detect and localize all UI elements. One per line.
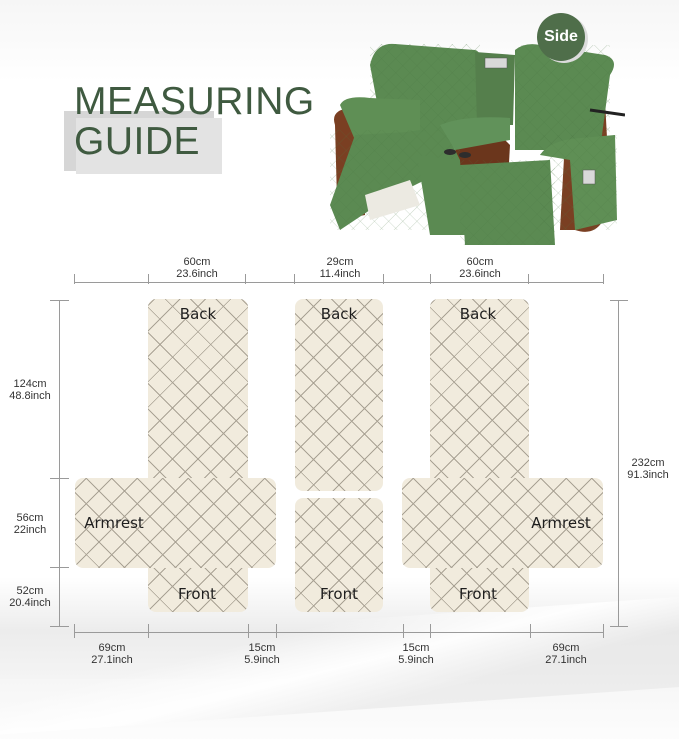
inch-value: 27.1inch — [545, 654, 587, 666]
right-back-label: Back — [459, 305, 497, 323]
tick — [245, 274, 246, 284]
tick — [50, 567, 69, 568]
side-badge: Side — [537, 13, 585, 61]
right-armrest-strip — [402, 478, 603, 568]
console-back-panel — [295, 299, 383, 491]
tick — [528, 274, 529, 284]
tick — [248, 624, 249, 638]
title-line-2: GUIDE — [74, 120, 201, 163]
tick — [610, 300, 628, 301]
title-line-1: MEASURING — [74, 80, 315, 123]
left-back-label: Back — [179, 305, 217, 323]
left-armrest-label: Armrest — [84, 514, 144, 532]
cm-value: 69cm — [98, 642, 126, 654]
tick — [383, 274, 384, 284]
console-front-panel — [295, 498, 383, 612]
dimension-label: 60cm 23.6inch — [176, 256, 218, 280]
dimension-label: 56cm 22inch — [14, 512, 46, 536]
tick — [294, 274, 295, 284]
inch-value: 22inch — [13, 524, 47, 536]
tick — [276, 624, 277, 638]
dimension-label: 29cm 11.4inch — [320, 256, 361, 280]
tick — [603, 274, 604, 284]
tick — [603, 624, 604, 638]
tick — [148, 624, 149, 638]
left-armrest-strip — [75, 478, 276, 568]
bottom-dimension-line — [74, 632, 604, 633]
tick — [530, 624, 531, 638]
top-dimension-line — [74, 282, 604, 283]
left-dimension-line — [59, 300, 60, 627]
inch-value: 5.9inch — [244, 654, 280, 666]
cm-value: 56cm — [16, 512, 44, 524]
inch-value: 23.6inch — [459, 268, 501, 280]
sofa-illustration — [330, 43, 625, 245]
inch-value: 20.4inch — [9, 597, 51, 609]
cm-value: 124cm — [13, 378, 47, 390]
console-back-label: Back — [320, 305, 358, 323]
dimension-label: 232cm 91.3inch — [627, 457, 669, 481]
tick — [430, 274, 431, 284]
tick — [74, 624, 75, 638]
left-front-label: Front — [178, 585, 216, 603]
cm-value: 15cm — [402, 642, 430, 654]
tick — [148, 274, 149, 284]
cm-value: 69cm — [552, 642, 580, 654]
inch-value: 23.6inch — [176, 268, 218, 280]
inch-value: 11.4inch — [319, 268, 361, 280]
inch-value: 48.8inch — [9, 390, 51, 402]
dimension-label: 15cm 5.9inch — [398, 642, 433, 666]
dimension-label: 124cm 48.8inch — [9, 378, 51, 402]
cm-value: 29cm — [326, 256, 354, 268]
tick — [50, 478, 69, 479]
cm-value: 15cm — [248, 642, 276, 654]
right-dimension-line — [618, 300, 619, 627]
dimension-label: 60cm 23.6inch — [459, 256, 501, 280]
cm-value: 60cm — [183, 256, 211, 268]
title-backdrop-shadow — [76, 118, 222, 174]
right-front-label: Front — [459, 585, 497, 603]
inch-value: 91.3inch — [627, 469, 669, 481]
tick — [403, 624, 404, 638]
dimension-label: 15cm 5.9inch — [244, 642, 279, 666]
page-title: MEASURING GUIDE — [74, 82, 315, 162]
cm-value: 52cm — [16, 585, 44, 597]
tick — [74, 274, 75, 284]
dimension-label: 52cm 20.4inch — [9, 585, 51, 609]
right-armrest-label: Armrest — [531, 514, 591, 532]
tick — [430, 624, 431, 638]
cm-value: 232cm — [631, 457, 665, 469]
tick — [50, 300, 69, 301]
console-front-label: Front — [320, 585, 358, 603]
tick — [50, 626, 69, 627]
tick — [610, 626, 628, 627]
inch-value: 27.1inch — [91, 654, 133, 666]
inch-value: 5.9inch — [398, 654, 434, 666]
cm-value: 60cm — [466, 256, 494, 268]
dimension-label: 69cm 27.1inch — [91, 642, 133, 666]
dimension-label: 69cm 27.1inch — [545, 642, 587, 666]
